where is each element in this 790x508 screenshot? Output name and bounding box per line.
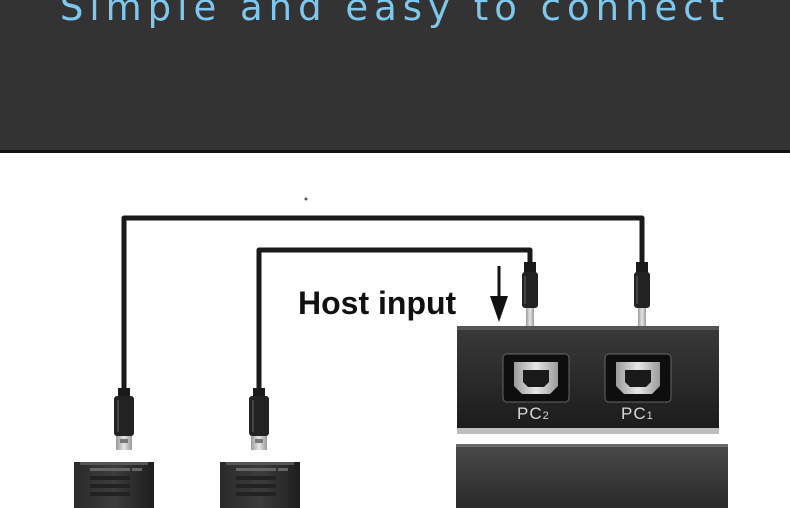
- usb-cable-pc1: [121, 215, 645, 392]
- port-label-pc2: PC2: [517, 404, 550, 423]
- usb-switch-box: [457, 326, 719, 434]
- usb-switch-body: [456, 444, 728, 508]
- usb-b-port-pc1: [604, 353, 672, 403]
- computer-tower-left: [74, 462, 154, 508]
- usb-b-plug-pc2: [522, 262, 538, 326]
- usb-a-plug-left: [114, 388, 134, 450]
- host-input-label: Host input: [298, 285, 457, 321]
- dust-dot: [304, 197, 308, 201]
- usb-cable-pc2: [256, 247, 533, 392]
- banner-divider: [0, 150, 790, 153]
- banner-headline: Simple and easy to connect: [59, 0, 731, 29]
- usb-a-plug-right: [249, 388, 269, 450]
- computer-tower-right: [220, 462, 300, 508]
- usb-b-port-pc2: [502, 353, 570, 403]
- header-banner: Simple and easy to connect: [0, 0, 790, 150]
- port-label-pc1: PC1: [621, 404, 654, 423]
- host-input-arrow-icon: [490, 266, 508, 322]
- usb-b-plug-pc1: [634, 262, 650, 326]
